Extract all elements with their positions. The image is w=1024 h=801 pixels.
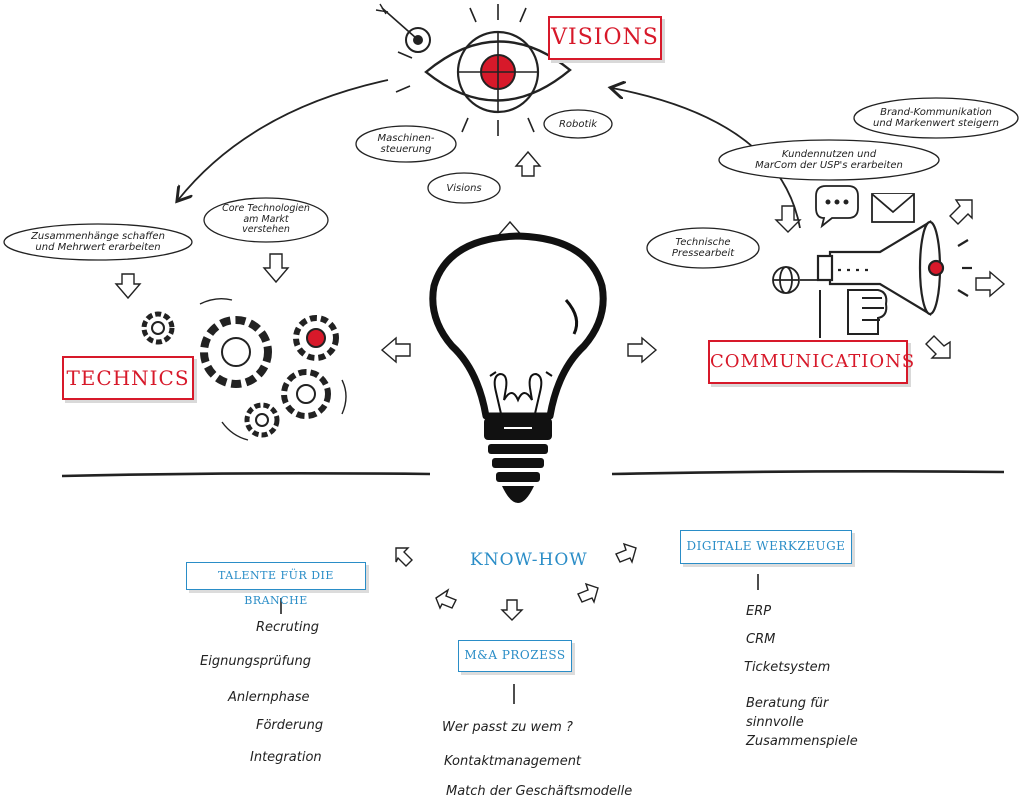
list-item: Förderung bbox=[256, 718, 323, 733]
arrow-upright-knowhow bbox=[578, 584, 598, 602]
lightbulb-icon bbox=[433, 236, 603, 503]
bubble-kundennutzen: Kundennutzen und MarCom der USP's erarbe… bbox=[722, 146, 936, 174]
gear-bottom bbox=[247, 405, 277, 435]
list-item: Anlernphase bbox=[228, 690, 310, 705]
gear-red-center bbox=[296, 318, 336, 358]
list-item: Eignungsprüfung bbox=[200, 654, 311, 669]
globe-icon bbox=[773, 267, 818, 293]
hand-icon bbox=[820, 290, 886, 338]
list-item: ERP bbox=[746, 604, 771, 619]
arrow-right-knowhow bbox=[616, 544, 636, 562]
box-digitale-werkzeuge: DIGITALE WERKZEUGE bbox=[680, 530, 852, 564]
bubble-maschinensteuerung: Maschinen- steuerung bbox=[360, 130, 452, 158]
bubble-visions: Visions bbox=[430, 180, 498, 196]
bubble-technische-pressearbeit: Technische Pressearbeit bbox=[650, 234, 756, 262]
gear-large-center bbox=[204, 320, 268, 384]
box-ma-prozess: M&A PROZESS bbox=[458, 640, 572, 672]
heading-technics: TECHNICS bbox=[62, 356, 194, 400]
list-item: Kontaktmanagement bbox=[444, 754, 581, 769]
arrow-up-right-mega bbox=[950, 200, 972, 224]
bubble-core-technologien: Core Technologien am Markt verstehen bbox=[206, 202, 326, 238]
arrow-up-visions bbox=[516, 152, 540, 176]
arrow-right-mega bbox=[976, 272, 1004, 296]
box-talente: TALENTE FÜR DIE BRANCHE bbox=[186, 562, 366, 590]
gear-right bbox=[284, 372, 328, 416]
list-item: Recruting bbox=[256, 620, 319, 635]
megaphone-icon bbox=[818, 222, 972, 314]
arrow-down-zusammen bbox=[116, 274, 140, 298]
target-icon bbox=[376, 4, 430, 52]
bubble-zusammenhaenge: Zusammenhänge schaffen und Mehrwert erar… bbox=[6, 228, 190, 256]
bubble-robotik: Robotik bbox=[546, 116, 610, 132]
heading-know-how: KNOW-HOW bbox=[470, 550, 566, 570]
list-item: CRM bbox=[746, 632, 775, 647]
eye-icon bbox=[396, 4, 570, 136]
gear-small-left bbox=[144, 314, 172, 342]
bubble-brand-kommunikation: Brand-Kommunikation und Markenwert steig… bbox=[856, 104, 1016, 132]
arrow-down-core bbox=[264, 254, 288, 282]
arrow-left-technics bbox=[382, 338, 410, 362]
horizon-line-right bbox=[612, 471, 1004, 474]
envelope-icon bbox=[872, 194, 914, 222]
arrow-upleft-knowhow bbox=[436, 590, 456, 608]
list-item: Wer passt zu wem ? bbox=[442, 720, 573, 735]
horizon-line-left bbox=[62, 473, 430, 476]
arrow-right-comm bbox=[628, 338, 656, 362]
list-item: Integration bbox=[250, 750, 322, 765]
list-item: Beratung für sinnvolle Zusammenspiele bbox=[746, 694, 858, 751]
arrow-down-right-mega bbox=[926, 336, 950, 358]
list-item: Match der Geschäftsmodelle bbox=[446, 784, 632, 799]
heading-communications: COMMUNICATIONS bbox=[708, 340, 908, 384]
arrow-downleft-knowhow bbox=[396, 548, 412, 566]
list-item: Ticketsystem bbox=[744, 660, 830, 675]
heading-visions: VISIONS bbox=[548, 16, 662, 60]
arrow-down-kundennutzen bbox=[776, 206, 800, 232]
chat-icon bbox=[816, 186, 858, 226]
arrow-down-knowhow bbox=[502, 600, 522, 620]
